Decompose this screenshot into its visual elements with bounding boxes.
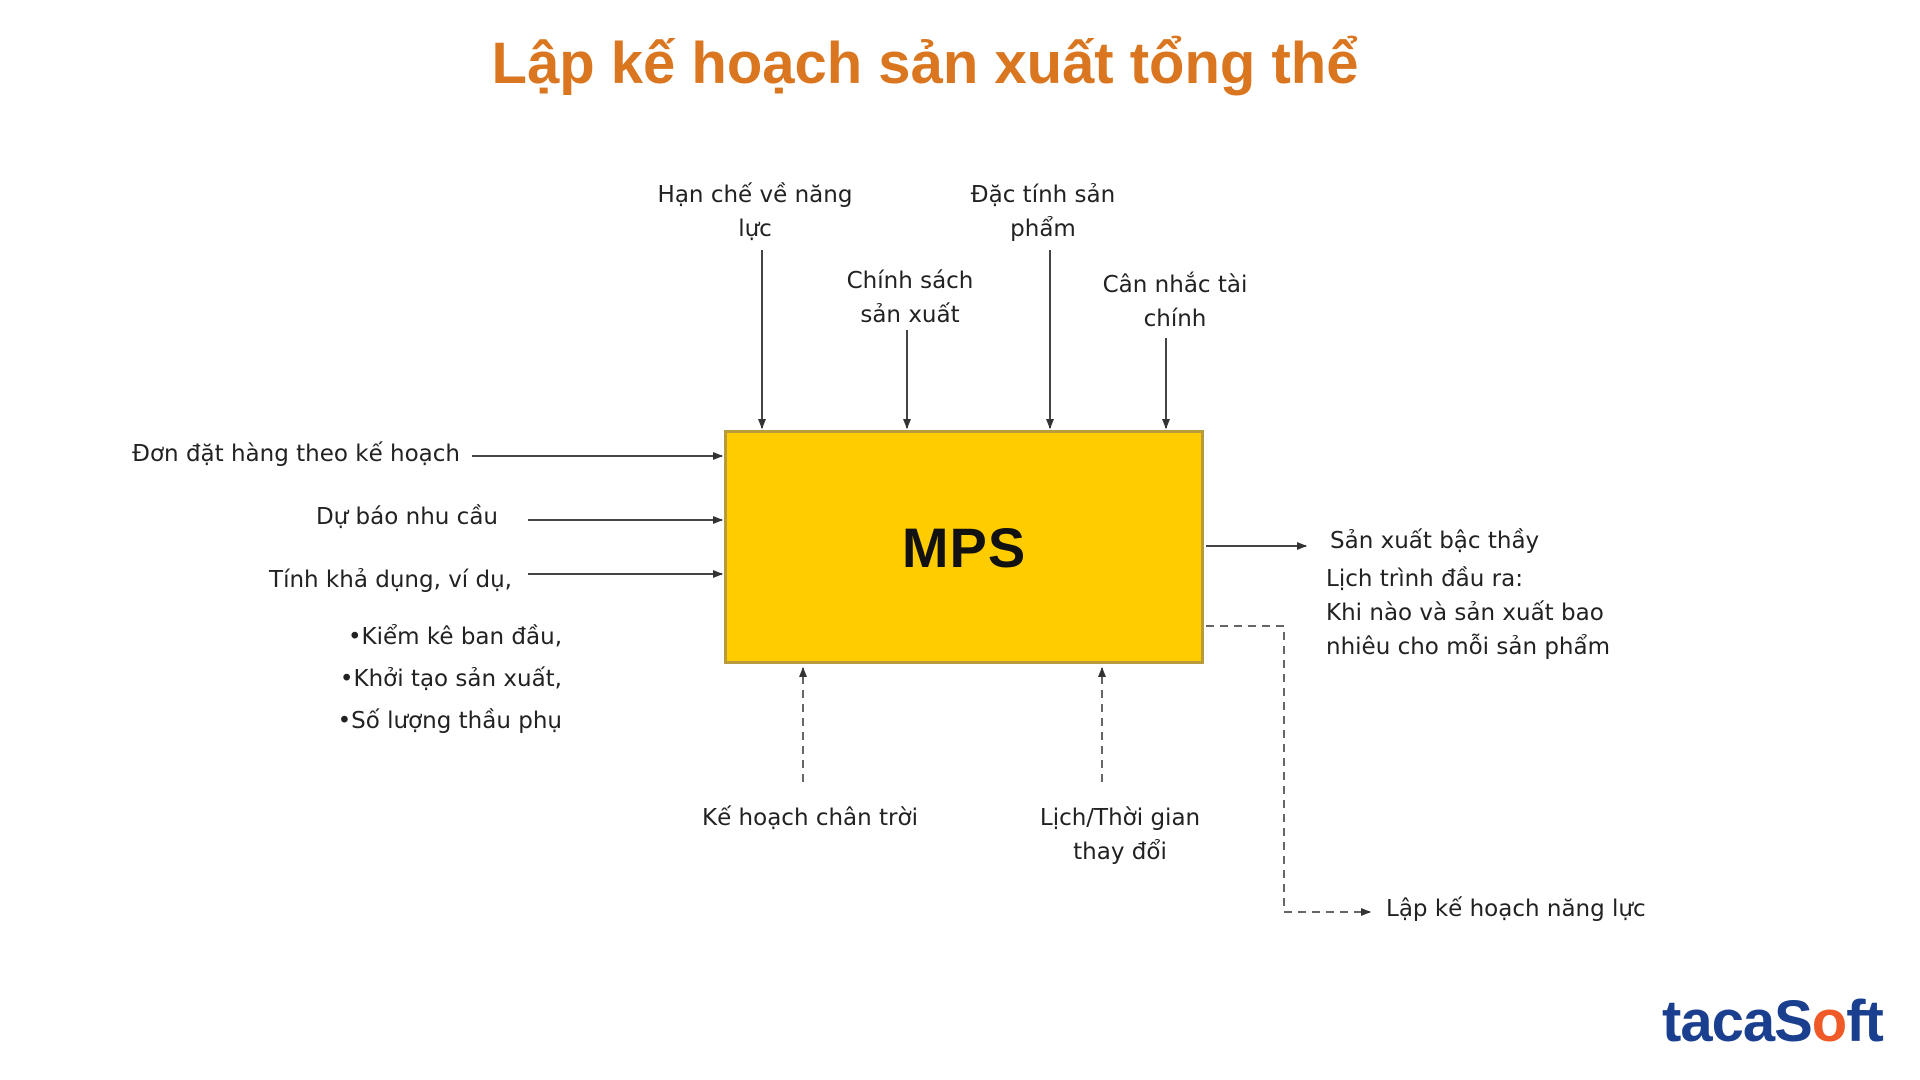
label-schedule-change: Lịch/Thời gian thay đổi xyxy=(1039,805,1201,865)
list-item: •Khởi tạo sản xuất, xyxy=(339,666,562,692)
label-production-policy: Chính sách sản xuất xyxy=(846,268,974,328)
page-title: Lập kế hoạch sản xuất tổng thể xyxy=(491,31,1359,96)
arrow-capacity-planning xyxy=(1206,625,1371,916)
label-planning-horizon: Kế hoạch chân trời xyxy=(702,805,918,831)
mps-label: MPS xyxy=(901,515,1027,579)
label-demand-forecast: Dự báo nhu cầu xyxy=(315,504,498,530)
label-availability: Tính khả dụng, ví dụ, xyxy=(269,567,512,593)
label-planned-orders: Đơn đặt hàng theo kế hoạch xyxy=(132,441,460,467)
availability-bullet-list: •Kiểm kê ban đầu, •Khởi tạo sản xuất, •S… xyxy=(250,616,562,742)
label-product-characteristics: Đặc tính sản phẩm xyxy=(970,182,1116,242)
list-item: •Kiểm kê ban đầu, xyxy=(347,624,562,650)
list-item: •Số lượng thầu phụ xyxy=(337,708,562,734)
tacasoft-logo: tacaSoft xyxy=(1662,989,1884,1054)
label-capacity-planning: Lập kế hoạch năng lực xyxy=(1386,896,1646,922)
label-financial-considerations: Cân nhắc tài chính xyxy=(1102,272,1248,332)
mps-box: MPS xyxy=(724,430,1204,664)
label-output-schedule: Lịch trình đầu ra: Khi nào và sản xuất b… xyxy=(1326,566,1611,660)
label-master-production: Sản xuất bậc thầy xyxy=(1330,528,1540,554)
label-capacity-constraint: Hạn chế về năng lực xyxy=(657,182,853,242)
